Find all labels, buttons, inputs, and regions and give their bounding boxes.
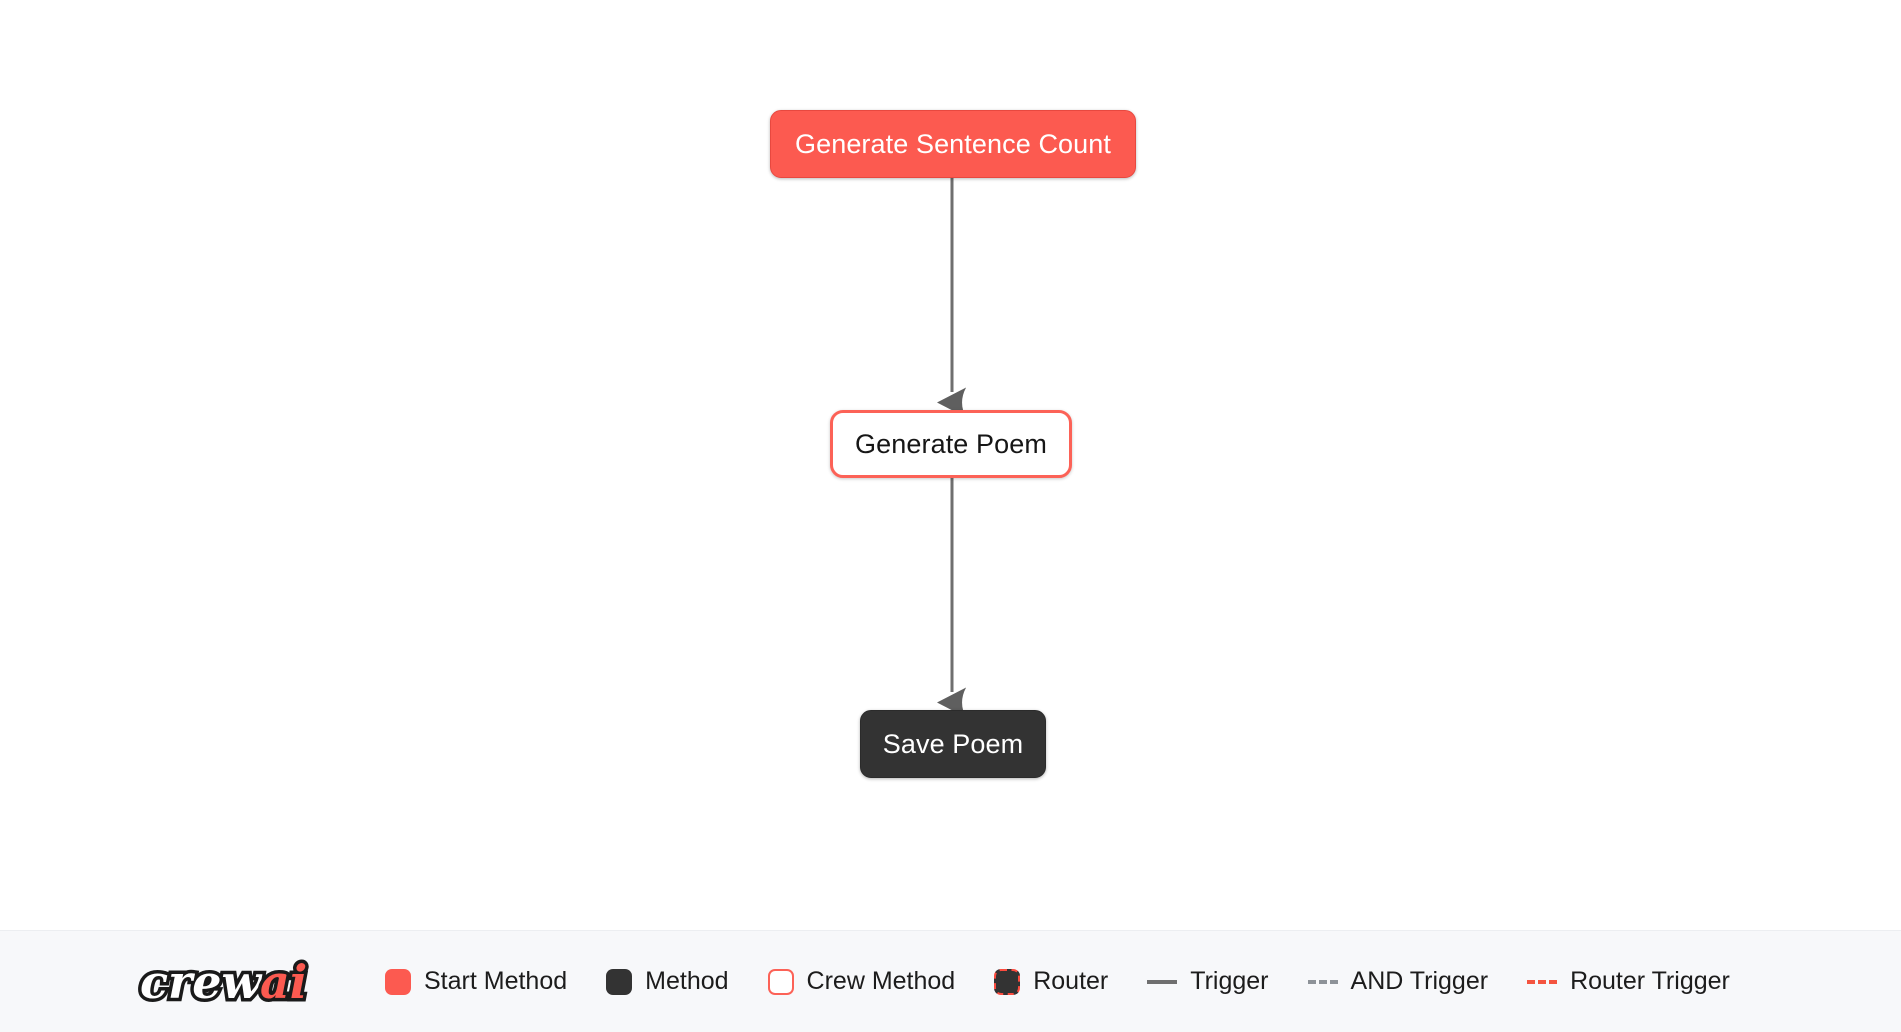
flow-node-generate-sentence-count[interactable]: Generate Sentence Count bbox=[770, 110, 1136, 178]
start-method-swatch-icon bbox=[385, 968, 411, 995]
legend-item-router: Router bbox=[994, 967, 1109, 995]
flow-node-generate-poem[interactable]: Generate Poem bbox=[830, 410, 1072, 478]
method-swatch-icon bbox=[606, 968, 633, 995]
and-trigger-line-icon bbox=[1307, 979, 1338, 984]
legend-item-label: Trigger bbox=[1190, 967, 1269, 995]
flow-node-label: Generate Sentence Count bbox=[794, 128, 1112, 159]
legend-item-method: Method bbox=[606, 967, 729, 995]
legend-item-and-trigger: AND Trigger bbox=[1307, 967, 1489, 995]
legend-item-router-trigger: Router Trigger bbox=[1527, 969, 1730, 994]
router-trigger-line-icon bbox=[1527, 979, 1558, 984]
legend-bar: crew ai Start Method Method Crew Method … bbox=[0, 930, 1901, 1032]
crewai-logo-ai: ai bbox=[260, 955, 307, 1009]
crewai-logo-crew: crew bbox=[140, 955, 263, 1009]
legend-item-label: Router bbox=[1033, 967, 1109, 995]
legend-item-label: Router Trigger bbox=[1570, 967, 1730, 995]
legend-item-trigger: Trigger bbox=[1147, 967, 1269, 995]
router-swatch-icon bbox=[994, 968, 1021, 995]
flow-node-label: Generate Poem bbox=[855, 428, 1047, 459]
legend-item-label: Crew Method bbox=[806, 967, 956, 995]
crew-method-swatch-icon bbox=[767, 968, 794, 995]
legend-item-crew-method: Crew Method bbox=[767, 967, 956, 995]
legend-item-start-method: Start Method bbox=[385, 967, 568, 995]
legend-item-label: AND Trigger bbox=[1350, 967, 1489, 995]
flow-canvas[interactable]: Generate Sentence Count Generate Poem Sa… bbox=[0, 0, 1901, 930]
legend-item-label: Method bbox=[645, 967, 729, 995]
flow-node-label: Save Poem bbox=[882, 728, 1024, 759]
legend-item-label: Start Method bbox=[424, 967, 568, 995]
crewai-logo-mark: crew ai bbox=[138, 951, 311, 1012]
flow-node-save-poem[interactable]: Save Poem bbox=[860, 710, 1046, 778]
legend-items: Start Method Method Crew Method Router T… bbox=[385, 967, 1901, 995]
crewai-logo: crew ai bbox=[138, 951, 343, 1013]
trigger-line-icon bbox=[1147, 979, 1178, 984]
